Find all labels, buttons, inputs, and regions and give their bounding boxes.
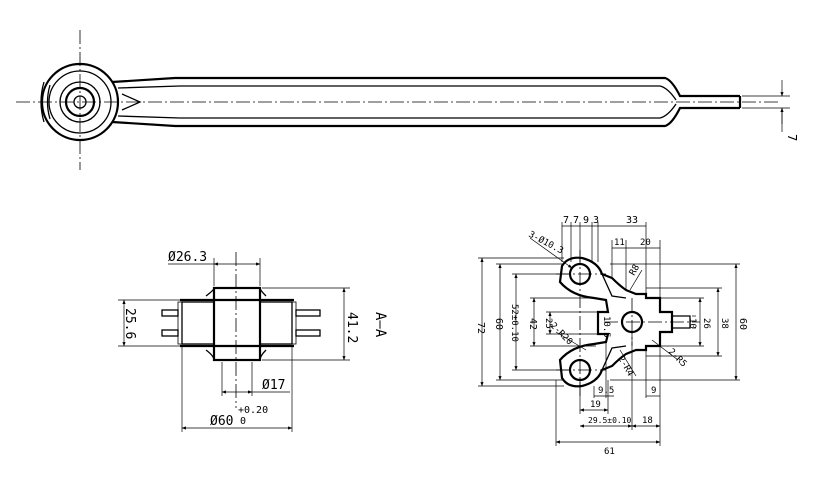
dim-tol-upper: +0.20 [238, 405, 268, 416]
bushing-section: Ø26.3 25.6 41.2 A—A Ø17 Ø60 +0.20 0 [118, 250, 388, 432]
dim-v26: 26 [701, 318, 711, 329]
dim-hole-diameter: 3-Ø10.3 [527, 229, 566, 257]
dim-d2: 7 [573, 215, 579, 226]
bracket-view: 7 7 9 3 33 11 20 3-Ø10.3 R8 72 60 52±0.1… [475, 215, 748, 457]
dim-w9: 9 [651, 386, 656, 396]
dim-w61: 61 [604, 447, 615, 457]
dim-d5: 33 [626, 215, 638, 226]
dim-base-diameter: Ø60 [210, 414, 233, 429]
dim-h42: 42 [527, 318, 538, 330]
dim-d1: 7 [563, 215, 569, 226]
dim-v38: 38 [719, 318, 729, 329]
dim-tol-lower: 0 [240, 416, 246, 427]
dim-flange-height: 41.2 [344, 312, 359, 343]
section-label: A—A [372, 312, 388, 338]
dim-h52: 52±0.10 [509, 304, 519, 342]
dim-r-top: R8 [628, 263, 642, 277]
dim-d4: 3 [593, 215, 599, 226]
dim-bushing-height: 25.6 [122, 308, 137, 339]
dim-r5: 2-R5 [666, 347, 688, 369]
dim-w18: 18 [642, 416, 653, 426]
dim-d3: 9 [583, 215, 589, 226]
dim-d7: 20 [640, 238, 651, 248]
dim-outer-diameter: Ø26.3 [168, 250, 207, 265]
dim-h25: 25 [543, 318, 553, 329]
dim-v10: 10 [687, 318, 697, 329]
arm-top-view: 7 [16, 30, 799, 170]
dim-h10-5: 10.5 [601, 316, 611, 338]
dim-d6: 11 [614, 238, 625, 248]
dim-h60: 60 [493, 318, 504, 330]
dim-w19: 19 [590, 400, 601, 410]
dim-inner-diameter: Ø17 [262, 378, 285, 393]
dim-h72: 72 [475, 322, 486, 334]
dim-v60: 60 [737, 318, 748, 330]
dim-w9-5: 9.5 [598, 386, 614, 396]
dim-arm-width: 7 [785, 134, 799, 141]
dim-w29-5: 29.5±0.10 [588, 416, 632, 425]
